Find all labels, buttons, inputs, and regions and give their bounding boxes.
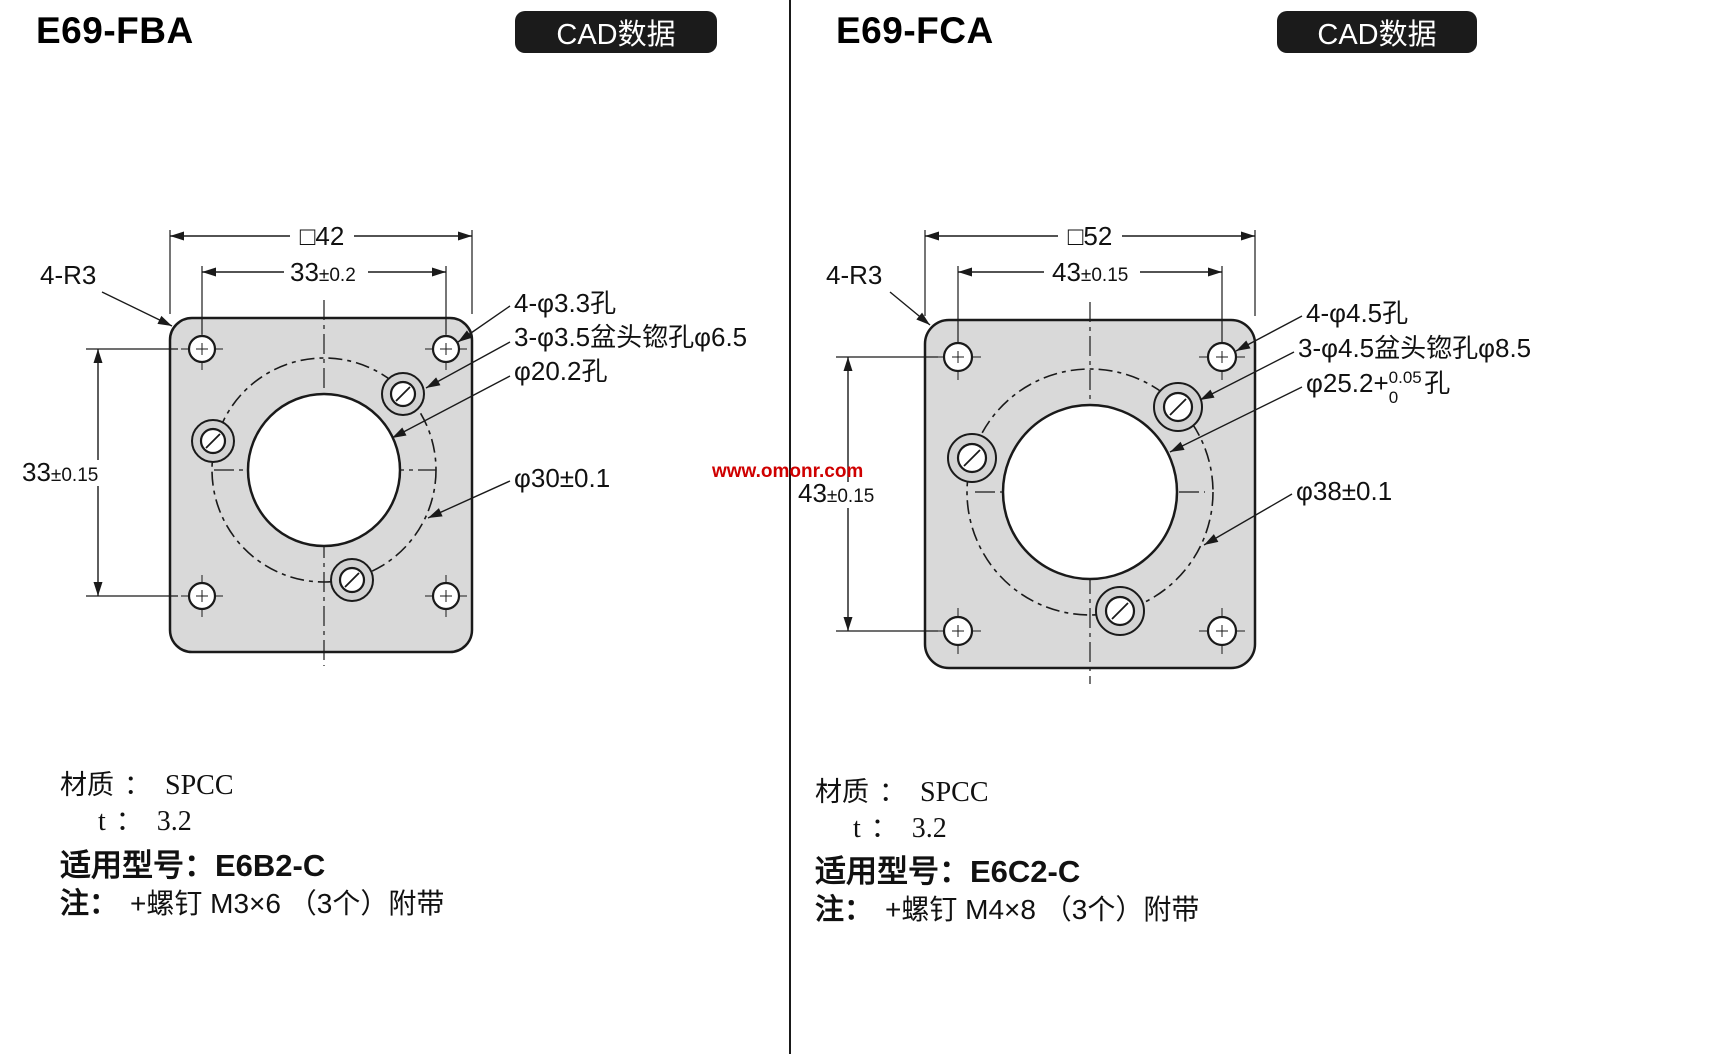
thickness-value: 3.2 [156,806,192,837]
material-row-right: 材质：SPCC [815,777,989,808]
bolt-circle [966,368,1214,616]
dim-hole-pitch-h-label: 43±0.15 [1052,257,1128,287]
material-row-left: 材质：SPCC [60,770,234,801]
dim-outer-width: □42 [169,221,473,314]
countersunk-hole [190,418,236,464]
cad-data-button-right[interactable]: CAD数据 [1277,11,1477,53]
countersunk-label: 3-φ3.5盆头锪孔φ6.5 [514,322,747,352]
countersunk-hole [946,432,998,484]
model-value: E6B2-C [215,848,326,883]
panel-divider [789,0,791,1054]
corner-radius-callout: 4-R3 [826,260,931,326]
countersunk-label: 3-φ4.5盆头锪孔φ8.5 [1298,333,1531,363]
note-label: 注： [815,894,874,926]
center-hole [246,392,402,548]
corner-holes-callout: 4-φ4.5孔 [1235,298,1408,352]
watermark: www.omonr.com [712,461,864,482]
dim-outer-width: □52 [924,221,1256,316]
countersunk-hole [329,557,375,603]
countersunk-hole [1094,585,1146,637]
corner-radius-label: 4-R3 [826,260,882,290]
page-title-e69-fca: E69-FCA [836,10,994,51]
corner-radius-label: 4-R3 [40,260,96,290]
thickness-label: t [853,813,861,844]
center-hole-label: φ20.2孔 [514,356,607,386]
dim-outer-label: □42 [300,221,345,251]
bolt-circle-callout: φ30±0.1 [427,463,610,519]
thickness-value: 3.2 [911,813,947,844]
model-label: 适用型号： [60,848,215,883]
note-value: +螺钉 M4×8 （3个）附带 [885,894,1200,925]
dim-hole-pitch-v-label: 33±0.15 [22,457,98,487]
countersunk-hole [1152,381,1204,433]
cad-data-button-left[interactable]: CAD数据 [515,11,717,53]
dim-outer-label: □52 [1068,221,1113,251]
bolt-circle-label: φ38±0.1 [1296,476,1392,506]
page-title-e69-fba: E69-FBA [36,10,194,51]
model-row-left: 适用型号：E6B2-C [60,840,325,885]
corner-holes-callout: 4-φ3.3孔 [457,288,616,343]
bolt-circle-label: φ30±0.1 [514,463,610,493]
note-row-left: 注： +螺钉 M3×6 （3个）附带 [60,880,444,922]
note-value: +螺钉 M3×6 （3个）附带 [130,888,445,919]
note-row-right: 注： +螺钉 M4×8 （3个）附带 [815,886,1199,928]
model-value: E6C2-C [970,854,1081,889]
bolt-circle-callout: φ38±0.1 [1203,476,1392,546]
model-label: 适用型号： [815,854,970,889]
center-hole-callout: φ20.2孔 [391,356,607,439]
center-hole [1001,403,1179,581]
material-value: SPCC [920,777,989,808]
dim-hole-pitch-h-label: 33±0.2 [290,257,356,287]
drawing-e69-fba: □42 33±0.2 33±0.15 4-R3 4-φ3.3孔 3-φ3.5 [16,221,747,666]
corner-holes-label: 4-φ3.3孔 [514,288,616,318]
dim-hole-pitch-horizontal: 33±0.2 [201,257,447,334]
bolt-circle [211,357,437,583]
corner-holes-label: 4-φ4.5孔 [1306,298,1408,328]
model-row-right: 适用型号：E6C2-C [815,846,1080,891]
dim-hole-pitch-vertical: 43±0.15 [792,356,938,632]
countersunk-callout: 3-φ4.5盆头锪孔φ8.5 [1199,333,1531,401]
thickness-row-right: t：3.2 [853,813,947,844]
countersunk-hole [380,371,426,417]
material-label: 材质 [60,770,114,800]
thickness-row-left: t：3.2 [98,806,192,837]
material-label: 材质 [815,777,869,807]
note-label: 注： [60,888,119,920]
dim-hole-pitch-horizontal: 43±0.15 [957,257,1223,342]
corner-radius-callout: 4-R3 [40,260,173,327]
dim-hole-pitch-v-label: 43±0.15 [798,478,874,508]
thickness-label: t [98,806,106,837]
material-value: SPCC [165,770,234,801]
countersunk-callout: 3-φ3.5盆头锪孔φ6.5 [425,322,747,389]
dim-hole-pitch-vertical: 33±0.15 [16,348,178,597]
drawing-e69-fca: □52 43±0.15 43±0.15 4-R3 4-φ4.5孔 3-φ4. [792,221,1531,684]
